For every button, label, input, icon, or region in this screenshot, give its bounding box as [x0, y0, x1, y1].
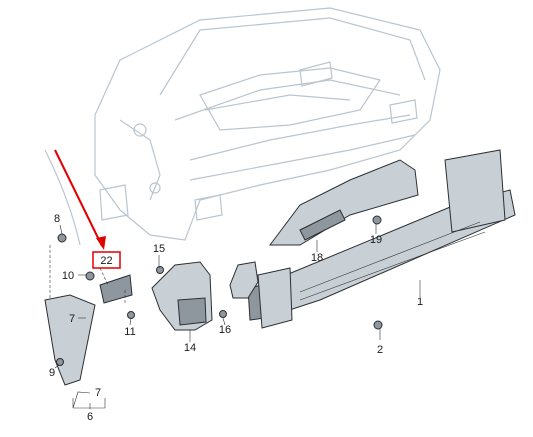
fasteners	[56, 215, 383, 366]
part-22-highlight-box	[92, 251, 121, 269]
label-part-8: 8	[54, 213, 60, 225]
leader-lines	[49, 224, 421, 409]
label-part-16: 16	[219, 324, 231, 336]
label-part-14: 14	[184, 342, 196, 354]
label-part-15: 15	[153, 243, 165, 255]
label-part-19: 19	[370, 234, 382, 246]
label-part-7-upper: 7	[69, 313, 75, 325]
carrier-bracket-14	[151, 261, 213, 331]
bumper-crossmember	[247, 149, 516, 329]
mounting-bracket-18	[269, 159, 419, 246]
label-part-6: 6	[87, 411, 93, 423]
label-part-1: 1	[417, 296, 423, 308]
vehicle-body-shell	[44, 7, 441, 246]
label-part-11: 11	[124, 326, 135, 338]
cover-cap	[229, 261, 259, 299]
label-part-2: 2	[377, 344, 383, 356]
label-part-7-lower: 7	[95, 387, 101, 399]
label-part-18: 18	[311, 252, 323, 264]
label-part-9: 9	[49, 367, 55, 379]
label-part-22: 22	[100, 255, 112, 267]
label-part-10: 10	[62, 270, 74, 282]
highlight-arrow	[54, 149, 106, 250]
side-guide-bracket	[44, 274, 133, 386]
